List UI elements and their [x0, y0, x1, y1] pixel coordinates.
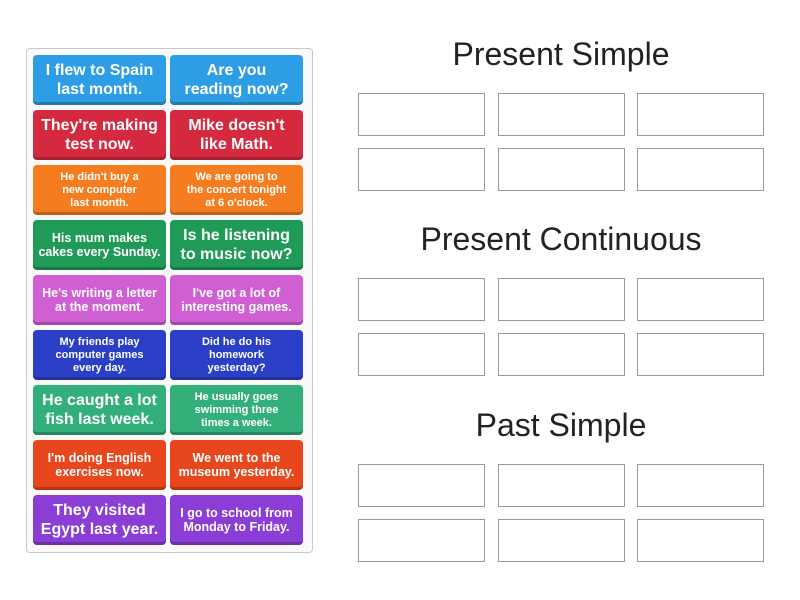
- sentence-card[interactable]: He caught a lot fish last week.: [33, 385, 166, 435]
- sentence-card[interactable]: He's writing a letter at the moment.: [33, 275, 166, 325]
- drop-slot[interactable]: [637, 148, 764, 191]
- sentence-card-text: We went to the museum yesterday.: [178, 451, 295, 479]
- drop-slot[interactable]: [637, 278, 764, 321]
- sentence-card[interactable]: We went to the museum yesterday.: [170, 440, 303, 490]
- sentence-card-text: Is he listening to music now?: [180, 227, 293, 263]
- sentence-card[interactable]: Mike doesn't like Math.: [170, 110, 303, 160]
- sentence-card-text: Did he do his homework yesterday?: [201, 335, 272, 374]
- drop-slot[interactable]: [637, 333, 764, 376]
- sentence-card[interactable]: We are going to the concert tonight at 6…: [170, 165, 303, 215]
- sentence-card[interactable]: I've got a lot of interesting games.: [170, 275, 303, 325]
- sentence-card-text: I've got a lot of interesting games.: [181, 286, 292, 314]
- drop-slot[interactable]: [497, 333, 625, 376]
- drop-slot[interactable]: [637, 464, 764, 507]
- category-title: Present Simple: [452, 36, 670, 72]
- sentence-card-text: He didn't buy a new computer last month.: [60, 170, 139, 209]
- drop-slot[interactable]: [497, 464, 625, 507]
- sentence-card-text: Mike doesn't like Math.: [188, 117, 285, 153]
- sentence-card[interactable]: I'm doing English exercises now.: [33, 440, 166, 490]
- sentence-card-text: I go to school from Monday to Friday.: [180, 506, 293, 534]
- drop-slot[interactable]: [497, 148, 625, 191]
- sentence-card[interactable]: Did he do his homework yesterday?: [170, 330, 303, 380]
- sentence-card-text: I'm doing English exercises now.: [47, 451, 152, 479]
- category-title: Past Simple: [475, 407, 647, 443]
- sentence-card[interactable]: He didn't buy a new computer last month.: [33, 165, 166, 215]
- drop-slot[interactable]: [637, 519, 764, 562]
- sentence-card-text: His mum makes cakes every Sunday.: [38, 231, 161, 259]
- sentence-card[interactable]: He usually goes swimming three times a w…: [170, 385, 303, 435]
- sentence-card[interactable]: They're making test now.: [33, 110, 166, 160]
- drop-slot[interactable]: [358, 519, 485, 562]
- sentence-card[interactable]: His mum makes cakes every Sunday.: [33, 220, 166, 270]
- sentence-card-text: They're making test now.: [41, 117, 158, 153]
- sentence-card-text: He's writing a letter at the moment.: [42, 286, 157, 314]
- sentence-card-text: Are you reading now?: [184, 62, 289, 98]
- card-tray: I flew to Spain last month. Are you readi…: [26, 48, 313, 553]
- drop-slot[interactable]: [497, 519, 625, 562]
- sentence-card-text: They visited Egypt last year.: [40, 502, 159, 538]
- category-title: Present Continuous: [420, 221, 702, 257]
- sentence-card-text: He caught a lot fish last week.: [42, 392, 157, 428]
- sentence-card-text: My friends play computer games every day…: [55, 335, 144, 374]
- sentence-card[interactable]: I flew to Spain last month.: [33, 55, 166, 105]
- drop-slot[interactable]: [358, 464, 485, 507]
- drop-slot[interactable]: [497, 93, 625, 136]
- sentence-card[interactable]: I go to school from Monday to Friday.: [170, 495, 303, 545]
- sentence-card[interactable]: Are you reading now?: [170, 55, 303, 105]
- sentence-card[interactable]: My friends play computer games every day…: [33, 330, 166, 380]
- drop-slot[interactable]: [358, 333, 485, 376]
- sentence-card-text: He usually goes swimming three times a w…: [194, 390, 279, 429]
- drop-slot[interactable]: [358, 148, 485, 191]
- drop-slot[interactable]: [358, 93, 485, 136]
- drop-slot[interactable]: [358, 278, 485, 321]
- sentence-card[interactable]: They visited Egypt last year.: [33, 495, 166, 545]
- sentence-card[interactable]: Is he listening to music now?: [170, 220, 303, 270]
- drop-slot[interactable]: [497, 278, 625, 321]
- drop-slot[interactable]: [637, 93, 764, 136]
- sentence-card-text: We are going to the concert tonight at 6…: [186, 170, 287, 209]
- sentence-card-text: I flew to Spain last month.: [45, 62, 154, 98]
